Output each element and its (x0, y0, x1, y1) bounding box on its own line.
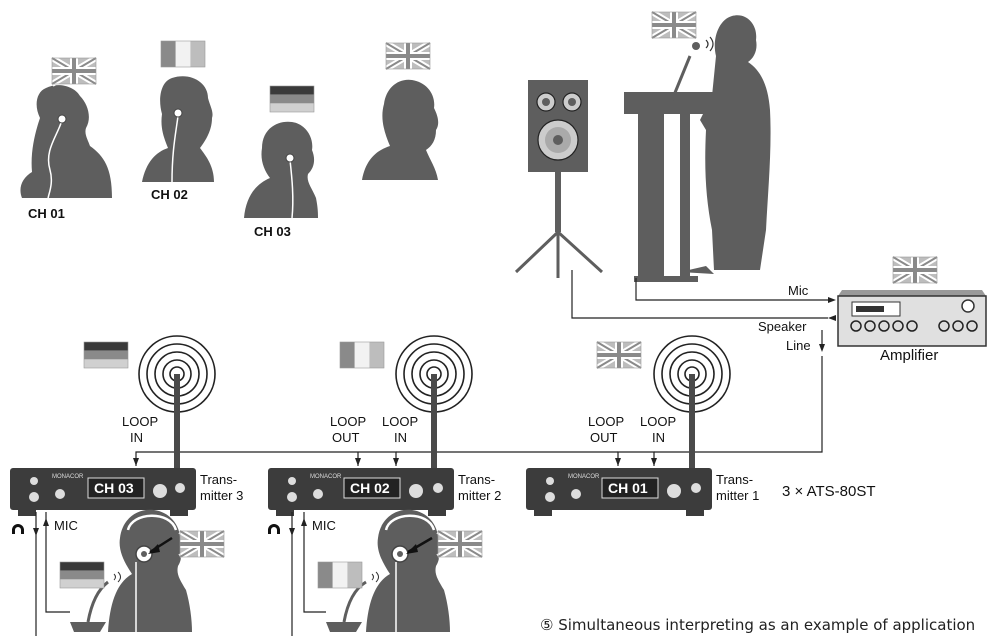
germany-flag-icon (83, 341, 129, 369)
listener-ch02 (142, 76, 214, 183)
figure-caption: ⑤ Simultaneous interpreting as an exampl… (540, 616, 975, 634)
headphone-icon (12, 524, 24, 534)
transmitter-1: MONACOR (526, 468, 712, 516)
arrow-headphone-3 (33, 528, 39, 536)
mic-amp-label: Mic (788, 283, 809, 298)
arrow-loop-out-1 (615, 458, 621, 466)
interpreter-german (70, 509, 192, 636)
in-label-t1: IN (652, 430, 665, 445)
transmitter-3-label-2: mitter 3 (200, 488, 243, 503)
brand-label: MONACOR (52, 474, 84, 480)
transmitter-3-label-1: Trans- (200, 472, 237, 487)
transmitter-2-label-2: mitter 2 (458, 488, 501, 503)
uk-flag-icon (652, 12, 696, 38)
listener-ch01-label: CH 01 (28, 206, 65, 221)
headphone-icon (268, 524, 280, 534)
arrow-mic-2 (301, 518, 307, 526)
germany-flag-icon (269, 85, 315, 113)
arrow-mic-3 (43, 518, 49, 526)
loop-label-t3: LOOP (122, 414, 158, 429)
italy-flag-icon (339, 341, 385, 369)
in-label-t2: IN (394, 430, 407, 445)
lcd-ch03: CH 03 (94, 480, 134, 496)
arrow-line (819, 344, 825, 352)
uk-flag-icon (438, 531, 482, 557)
brand-label: MONACOR (310, 474, 342, 480)
arrow-loop-in-2 (393, 458, 399, 466)
interpreter-italian (326, 509, 450, 636)
uk-flag-icon (386, 43, 430, 69)
lcd-ch01: CH 01 (608, 480, 648, 496)
arrow-loop-in-3 (133, 458, 139, 466)
arrow-loop-in-1 (651, 458, 657, 466)
loop-label-t2-in: LOOP (382, 414, 418, 429)
antenna-t2 (431, 374, 437, 470)
line-label: Line (786, 338, 811, 353)
arrow-loop-out-2 (355, 458, 361, 466)
loop-label-t2-out: LOOP (330, 414, 366, 429)
lectern (624, 92, 732, 282)
uk-flag-icon (180, 531, 224, 557)
loop-label-t1-out: LOOP (588, 414, 624, 429)
loop-label-t1-in: LOOP (640, 414, 676, 429)
brand-label: MONACOR (568, 474, 600, 480)
listener-english (362, 79, 439, 180)
arrow-mic (828, 297, 836, 303)
transmitter-2-label-1: Trans- (458, 472, 495, 487)
transmitter-2: MONACOR (268, 468, 454, 516)
uk-flag-icon (52, 58, 96, 84)
presenter (670, 15, 771, 274)
italy-flag-icon (160, 40, 206, 68)
amplifier-unit (837, 290, 987, 347)
arrow-speaker (828, 315, 836, 321)
arrow-headphone-2 (289, 528, 295, 536)
model-label: 3 × ATS-80ST (782, 483, 876, 500)
listener-ch03 (244, 121, 318, 219)
speaker-label: Speaker (758, 319, 807, 334)
listener-ch02-label: CH 02 (151, 187, 188, 202)
transmitter-3: MONACOR (10, 468, 196, 516)
mic-label-t2: MIC (312, 518, 336, 533)
lcd-ch02: CH 02 (350, 480, 390, 496)
listener-ch03-label: CH 03 (254, 224, 291, 239)
transmitter-1-label-2: mitter 1 (716, 488, 759, 503)
out-label-t1: OUT (590, 430, 618, 445)
mic-label-t3: MIC (54, 518, 78, 533)
uk-flag-icon (597, 342, 641, 368)
antenna-t3 (174, 374, 180, 470)
loudspeaker (514, 80, 604, 278)
amp-wiring (571, 270, 828, 344)
antenna-t1 (689, 374, 695, 470)
loop-wiring (135, 356, 823, 466)
in-label-t3: IN (130, 430, 143, 445)
listener-ch01 (20, 85, 112, 200)
uk-flag-icon (893, 257, 937, 283)
amplifier-label: Amplifier (880, 347, 938, 364)
italy-flag-icon (317, 561, 363, 589)
germany-flag-icon (59, 561, 105, 589)
out-label-t2: OUT (332, 430, 360, 445)
transmitter-1-label-1: Trans- (716, 472, 753, 487)
